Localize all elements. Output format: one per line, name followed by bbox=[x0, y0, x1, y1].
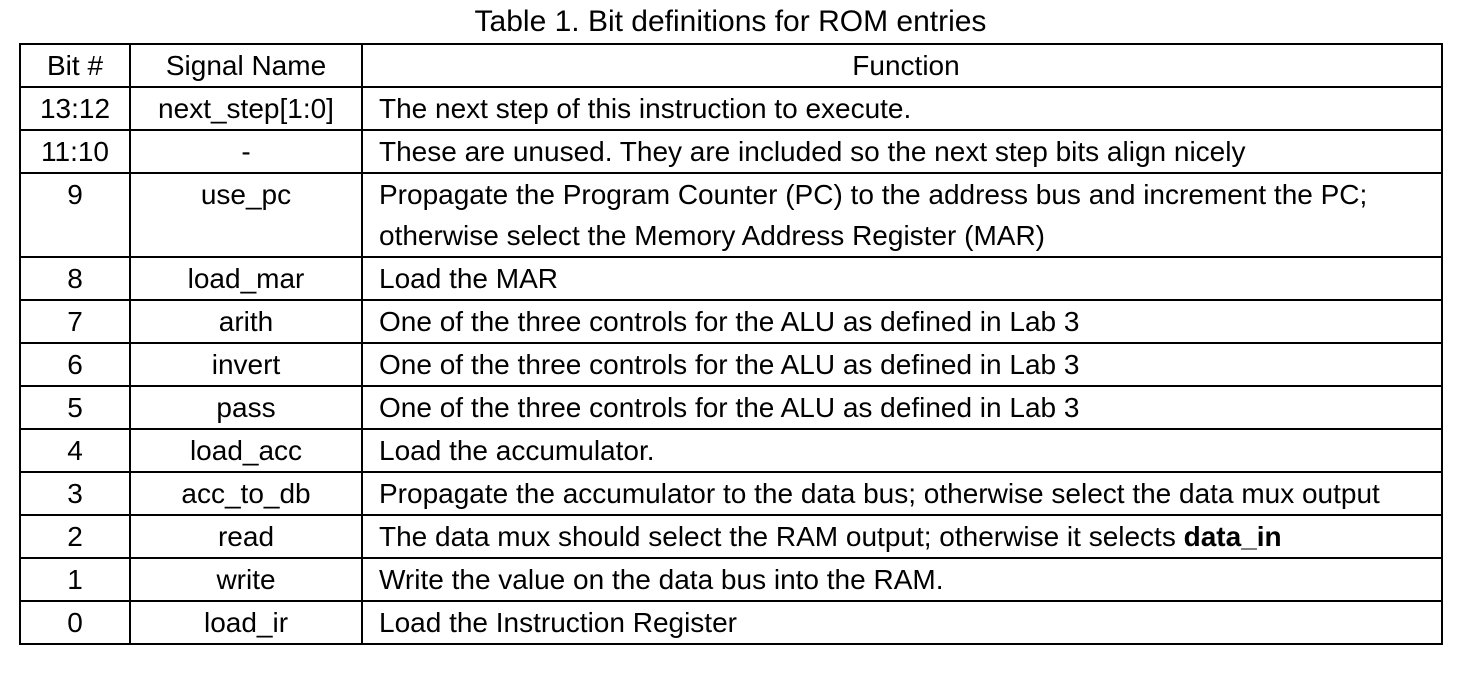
function-cell: Propagate the accumulator to the data bu… bbox=[361, 471, 1443, 516]
function-cell: Load the Instruction Register bbox=[361, 600, 1443, 645]
table-row: 3 acc_to_db Propagate the accumulator to… bbox=[19, 471, 1443, 516]
table-row: 5 pass One of the three controls for the… bbox=[19, 385, 1443, 430]
function-cell: Write the value on the data bus into the… bbox=[361, 557, 1443, 602]
function-cell: One of the three controls for the ALU as… bbox=[361, 385, 1443, 430]
bit-number-cell: 7 bbox=[19, 299, 131, 344]
signal-name-cell: use_pc bbox=[129, 172, 363, 258]
table-row: 1 write Write the value on the data bus … bbox=[19, 557, 1443, 602]
bit-number-cell: 13:12 bbox=[19, 86, 131, 131]
table-row: 9 use_pc Propagate the Program Counter (… bbox=[19, 172, 1443, 258]
signal-name-cell: load_acc bbox=[129, 428, 363, 473]
signal-name-cell: load_mar bbox=[129, 256, 363, 301]
bit-number-cell: 1 bbox=[19, 557, 131, 602]
header-signal-name: Signal Name bbox=[129, 43, 363, 88]
bit-number-cell: 5 bbox=[19, 385, 131, 430]
signal-name-cell: acc_to_db bbox=[129, 471, 363, 516]
signal-name-cell: invert bbox=[129, 342, 363, 387]
signal-name-cell: write bbox=[129, 557, 363, 602]
table-row: 11:10 - These are unused. They are inclu… bbox=[19, 129, 1443, 174]
function-cell: The next step of this instruction to exe… bbox=[361, 86, 1443, 131]
function-cell: One of the three controls for the ALU as… bbox=[361, 342, 1443, 387]
bit-number-cell: 8 bbox=[19, 256, 131, 301]
table-row: 8 load_mar Load the MAR bbox=[19, 256, 1443, 301]
bit-number-cell: 6 bbox=[19, 342, 131, 387]
function-bold-text: data_in bbox=[1183, 521, 1282, 552]
function-cell: Load the MAR bbox=[361, 256, 1443, 301]
function-cell: The data mux should select the RAM outpu… bbox=[361, 514, 1443, 559]
signal-name-cell: arith bbox=[129, 299, 363, 344]
signal-name-cell: read bbox=[129, 514, 363, 559]
table-row: 6 invert One of the three controls for t… bbox=[19, 342, 1443, 387]
bit-number-cell: 11:10 bbox=[19, 129, 131, 174]
bit-number-cell: 3 bbox=[19, 471, 131, 516]
function-cell: These are unused. They are included so t… bbox=[361, 129, 1443, 174]
table-row: 4 load_acc Load the accumulator. bbox=[19, 428, 1443, 473]
table-row: 13:12 next_step[1:0] The next step of th… bbox=[19, 86, 1443, 131]
table-caption: Table 1. Bit definitions for ROM entries bbox=[474, 5, 987, 38]
signal-name-cell: - bbox=[129, 129, 363, 174]
table-row: 0 load_ir Load the Instruction Register bbox=[19, 600, 1443, 645]
bit-definitions-table: Bit # Signal Name Function 13:12 next_st… bbox=[19, 43, 1443, 645]
table-row: 7 arith One of the three controls for th… bbox=[19, 299, 1443, 344]
header-row: Bit # Signal Name Function bbox=[19, 43, 1443, 88]
table-row: 2 read The data mux should select the RA… bbox=[19, 514, 1443, 559]
function-cell: One of the three controls for the ALU as… bbox=[361, 299, 1443, 344]
bit-number-cell: 4 bbox=[19, 428, 131, 473]
bit-number-cell: 9 bbox=[19, 172, 131, 258]
signal-name-cell: pass bbox=[129, 385, 363, 430]
bit-number-cell: 2 bbox=[19, 514, 131, 559]
function-text: The data mux should select the RAM outpu… bbox=[379, 521, 1184, 552]
signal-name-cell: load_ir bbox=[129, 600, 363, 645]
header-function: Function bbox=[361, 43, 1443, 88]
bit-number-cell: 0 bbox=[19, 600, 131, 645]
header-bit-number: Bit # bbox=[19, 43, 131, 88]
signal-name-cell: next_step[1:0] bbox=[129, 86, 363, 131]
function-cell: Load the accumulator. bbox=[361, 428, 1443, 473]
function-cell: Propagate the Program Counter (PC) to th… bbox=[361, 172, 1443, 258]
